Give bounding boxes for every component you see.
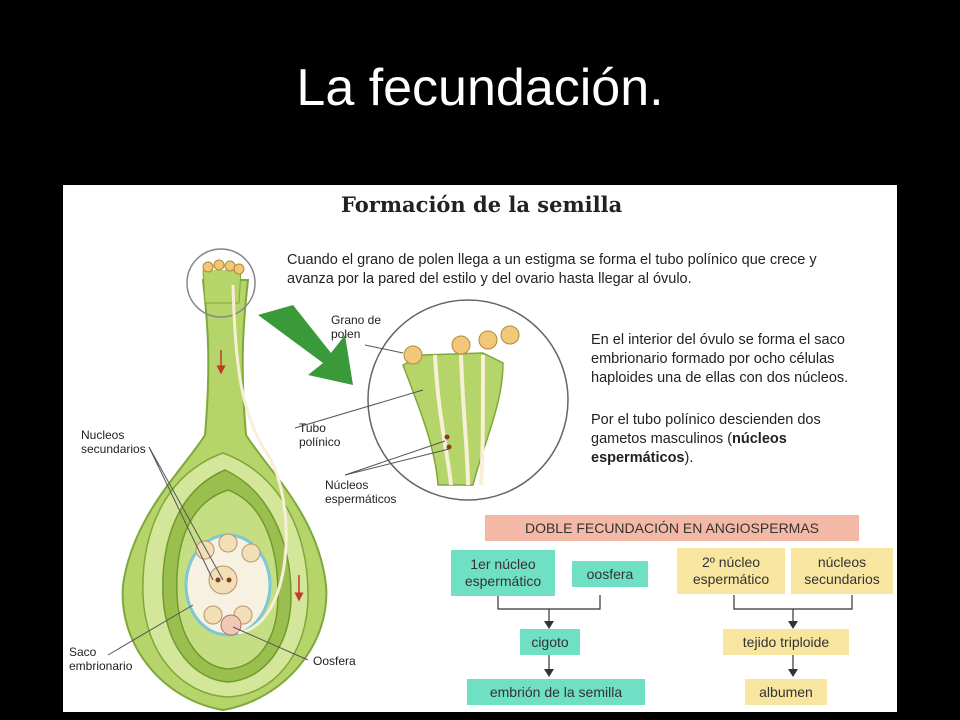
box-line: espermático — [464, 573, 542, 589]
label-oosphere: Oosfera — [313, 654, 356, 668]
paragraph-line: En el interior del óvulo se forma el sac… — [591, 332, 845, 348]
text-run: ). — [684, 450, 694, 466]
paragraph-line: Cuando el grano de polen llega a un esti… — [287, 252, 817, 268]
pollen-tube-path — [231, 284, 288, 635]
label-secondary-nuclei: Nucleos secundarios — [81, 428, 146, 456]
figure-panel: Formación de la semilla Cuando el grano … — [63, 185, 897, 712]
box-line: núcleos — [817, 554, 867, 570]
box-line: espermático — [692, 571, 770, 587]
flow-secondary-nuclei-box: núcleos secundarios — [791, 548, 893, 594]
paragraph-line: Por el tubo polínico descienden dos — [591, 412, 821, 428]
paragraph-pollen-tube: Cuando el grano de polen llega a un esti… — [287, 251, 817, 289]
box-line: 1er núcleo — [470, 556, 536, 572]
flow-triploid-box: tejido triploide — [723, 629, 849, 655]
label-line: embrionario — [69, 659, 133, 673]
label-line: espermáticos — [325, 492, 397, 506]
paragraph-gametes: Por el tubo polínico descienden dos game… — [591, 411, 821, 468]
paragraph-line: avanza por la pared del estilo y del ova… — [287, 271, 692, 287]
figure-heading: Formación de la semilla — [341, 192, 623, 217]
bold-run: espermáticos — [591, 450, 685, 466]
stigma-circle — [186, 248, 256, 318]
box-line: 2º núcleo — [701, 554, 761, 570]
label-pollen-grain: Grano de polen — [331, 313, 381, 341]
paragraph-line: haploides una de ellas con dos núcleos. — [591, 370, 849, 386]
label-sperm-nuclei: Núcleos espermáticos — [325, 478, 396, 506]
paragraph-line: espermáticos). — [591, 449, 821, 468]
bold-run: núcleos — [732, 431, 787, 447]
flow-header: DOBLE FECUNDACIÓN EN ANGIOSPERMAS — [485, 515, 859, 541]
paragraph-embryo-sac: En el interior del óvulo se forma el sac… — [591, 331, 848, 388]
flow-albumen-box: albumen — [745, 679, 827, 705]
paragraph-line: gametos masculinos (núcleos — [591, 430, 821, 449]
label-line: Saco — [69, 645, 97, 659]
fecundation-illustration — [107, 248, 853, 712]
label-line: polen — [331, 327, 361, 341]
label-embryo-sac: Saco embrionario — [69, 645, 132, 673]
text-run: gametos masculinos ( — [591, 431, 733, 447]
label-line: Grano de — [331, 313, 382, 327]
flow-embryo-box: embrión de la semilla — [467, 679, 645, 705]
slide-title: La fecundación. — [296, 59, 664, 117]
flow-left-sperm-box: 1er núcleo espermático — [451, 550, 555, 596]
label-line: Tubo — [299, 421, 326, 435]
box-line: secundarios — [804, 571, 880, 587]
label-line: polínico — [299, 435, 341, 449]
label-line: Núcleos — [325, 478, 369, 492]
zoom-arrow — [258, 305, 353, 385]
label-line: Nucleos — [81, 428, 125, 442]
flow-oosphere-box: oosfera — [572, 561, 648, 587]
paragraph-line: embrionario formado por ocho células — [591, 351, 835, 367]
flow-right-sperm-box: 2º núcleo espermático — [677, 548, 785, 594]
flow-zygote-box: cigoto — [520, 629, 580, 655]
label-line: secundarios — [81, 442, 146, 456]
label-pollen-tube: Tubo polínico — [299, 421, 340, 449]
